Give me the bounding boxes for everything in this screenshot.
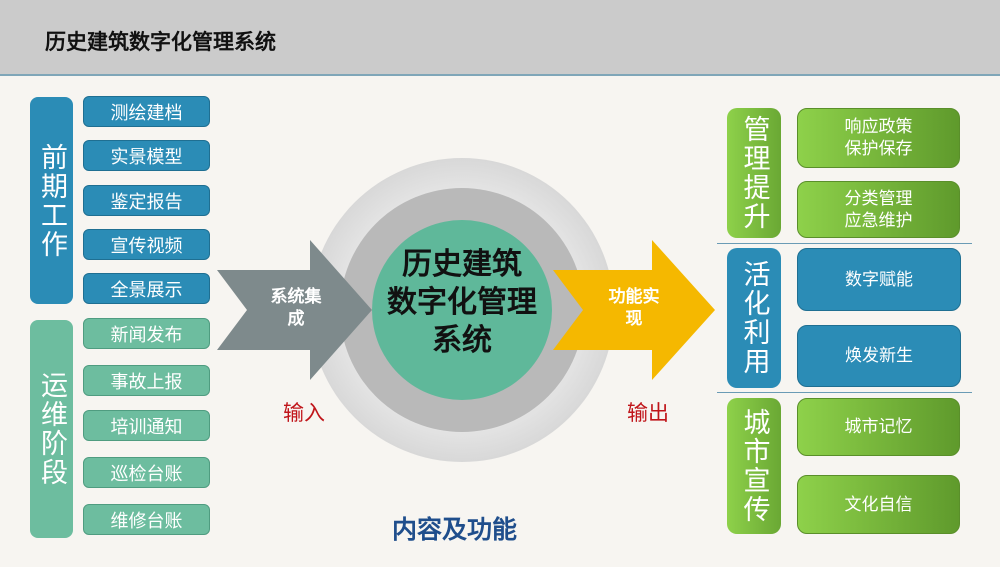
- left-item: 事故上报: [83, 365, 210, 396]
- group-label-promotion: 城市宣传: [727, 398, 781, 534]
- core-title-line: 系统: [432, 323, 492, 358]
- output-arrow-text: 功能实现: [608, 287, 660, 329]
- right-item: 分类管理应急维护: [797, 181, 960, 238]
- core-circle: [372, 220, 552, 400]
- output-label: 输出: [627, 401, 669, 425]
- left-item: 维修台账: [83, 504, 210, 535]
- group-label-management: 管理提升: [727, 108, 781, 238]
- left-item: 培训通知: [83, 410, 210, 441]
- right-item-line: 分类管理: [844, 188, 913, 209]
- left-item: 新闻发布: [83, 318, 210, 349]
- right-item: 城市记忆: [797, 398, 960, 456]
- left-item: 宣传视频: [83, 229, 210, 260]
- output-arrow-label: 功能实现: [604, 286, 664, 330]
- left-item: 巡检台账: [83, 457, 210, 488]
- input-arrow-label: 系统集成: [266, 286, 326, 330]
- output-arrow: [553, 240, 715, 380]
- left-item: 全景展示: [83, 273, 210, 304]
- page-title: 历史建筑数字化管理系统: [45, 30, 276, 54]
- input-arrow: [217, 240, 372, 380]
- group-label-operation: 运维阶段: [30, 320, 73, 538]
- right-item: 文化自信: [797, 475, 960, 534]
- core-title: 历史建筑 数字化管理 系统: [362, 246, 562, 360]
- right-item-line: 应急维护: [844, 210, 913, 231]
- right-item-line: 响应政策: [844, 117, 913, 137]
- left-item: 鉴定报告: [83, 185, 210, 216]
- right-item: 焕发新生: [797, 325, 961, 387]
- core-title-line: 历史建筑: [402, 247, 522, 282]
- caption: 内容及功能: [392, 515, 518, 544]
- left-item: 实景模型: [83, 140, 210, 171]
- left-item: 测绘建档: [83, 96, 210, 127]
- group-label-revitalization: 活化利用: [727, 248, 781, 388]
- core-title-line: 数字化管理: [387, 285, 537, 320]
- group-label-preliminary: 前期工作: [30, 97, 73, 304]
- header-bar: 历史建筑数字化管理系统: [0, 0, 1000, 76]
- input-arrow-text: 系统集成: [270, 287, 322, 329]
- divider: [717, 243, 972, 244]
- right-item-line: 保护保存: [844, 139, 913, 159]
- input-label: 输入: [283, 401, 325, 425]
- divider: [717, 392, 972, 393]
- right-item: 响应政策保护保存: [797, 108, 960, 168]
- right-item: 数字赋能: [797, 248, 961, 311]
